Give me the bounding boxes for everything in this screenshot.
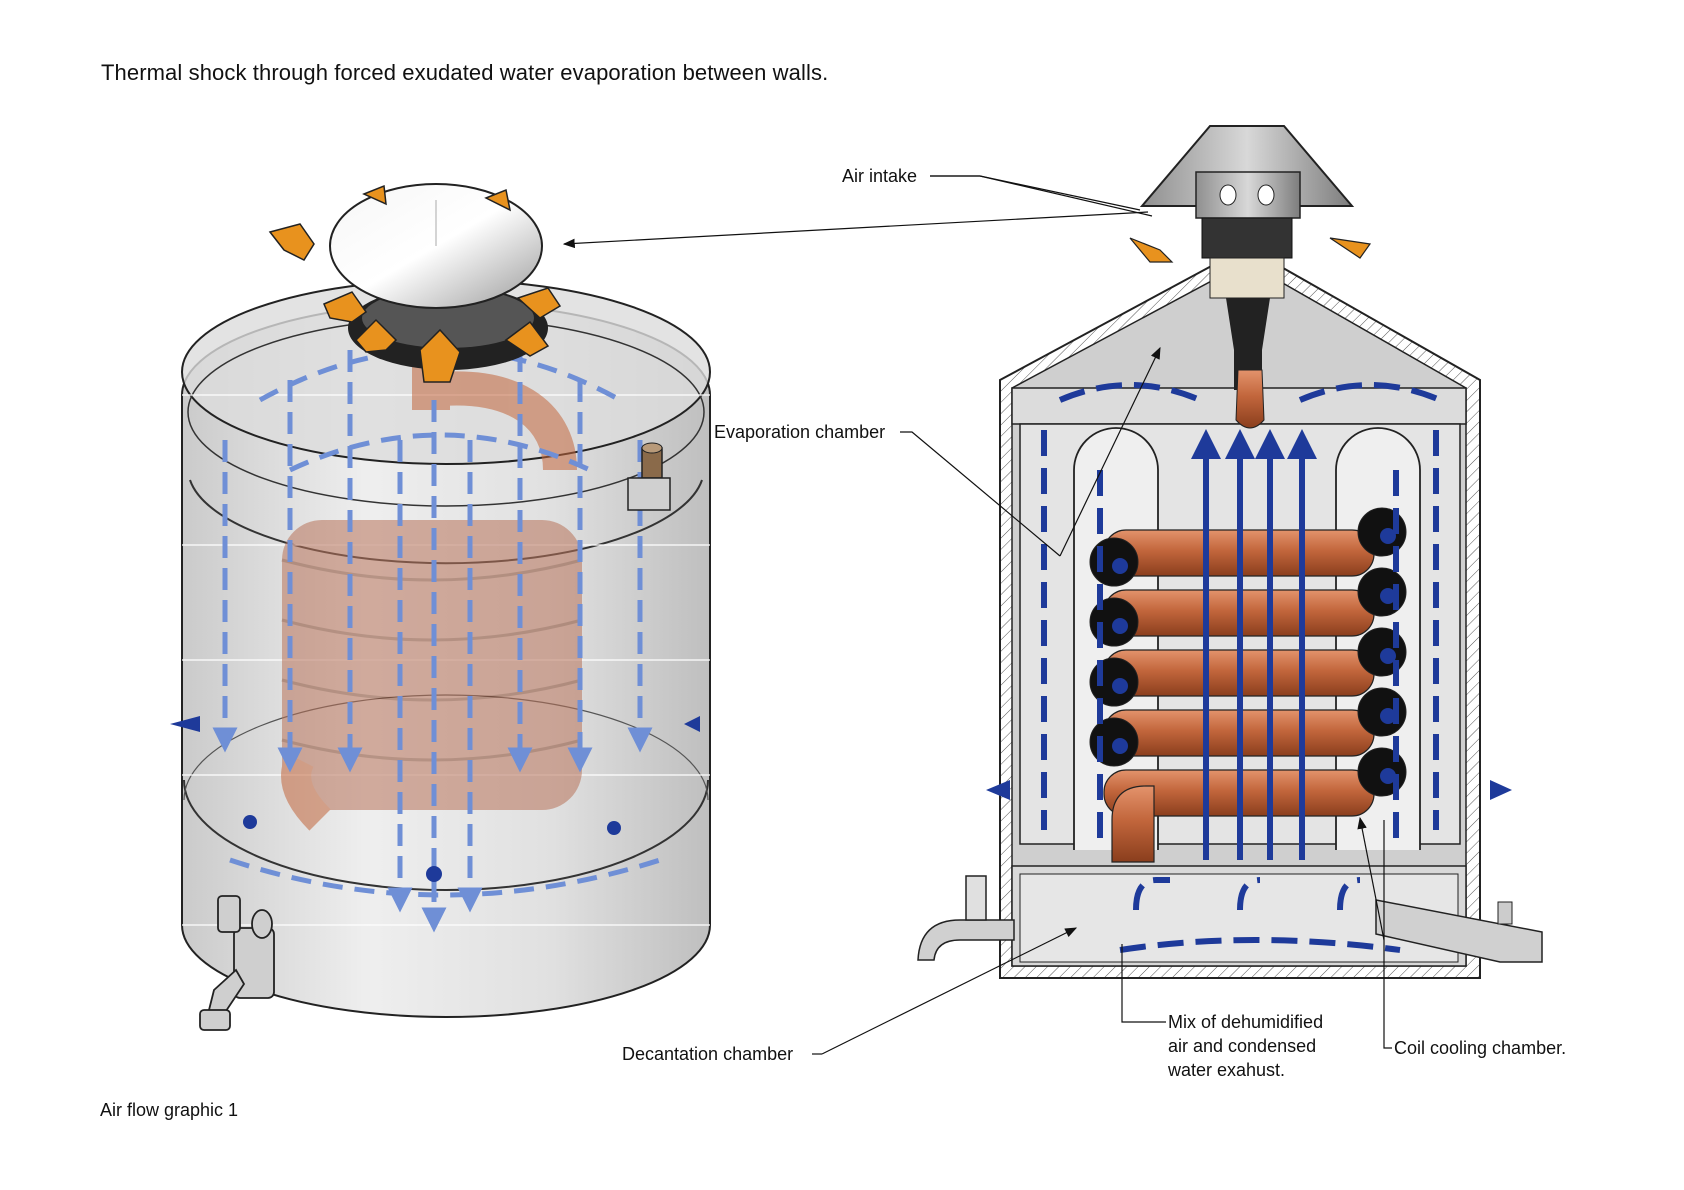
label-evaporation-chamber: Evaporation chamber (714, 422, 886, 442)
label-decantation-chamber: Decantation chamber (622, 1044, 794, 1064)
figure-caption: Air flow graphic 1 (100, 1100, 239, 1120)
label-coil-cooling-chamber: Coil cooling chamber. (1394, 1038, 1567, 1058)
copper-coil-section (1089, 507, 1407, 863)
label-air-intake: Air intake (842, 166, 918, 186)
page-title: Thermal shock through forced exudated wa… (101, 60, 829, 85)
intake-arrows (268, 184, 562, 383)
leader-lines (562, 175, 1392, 1055)
tank-3d-view (170, 183, 711, 1031)
label-mix-line2: air and condensed (1168, 1036, 1317, 1056)
cross-section-view (917, 125, 1543, 979)
spigot (199, 895, 275, 1031)
label-mix-line3: water exahust. (1168, 1060, 1286, 1080)
label-mix-line1: Mix of dehumidified (1168, 1012, 1324, 1032)
